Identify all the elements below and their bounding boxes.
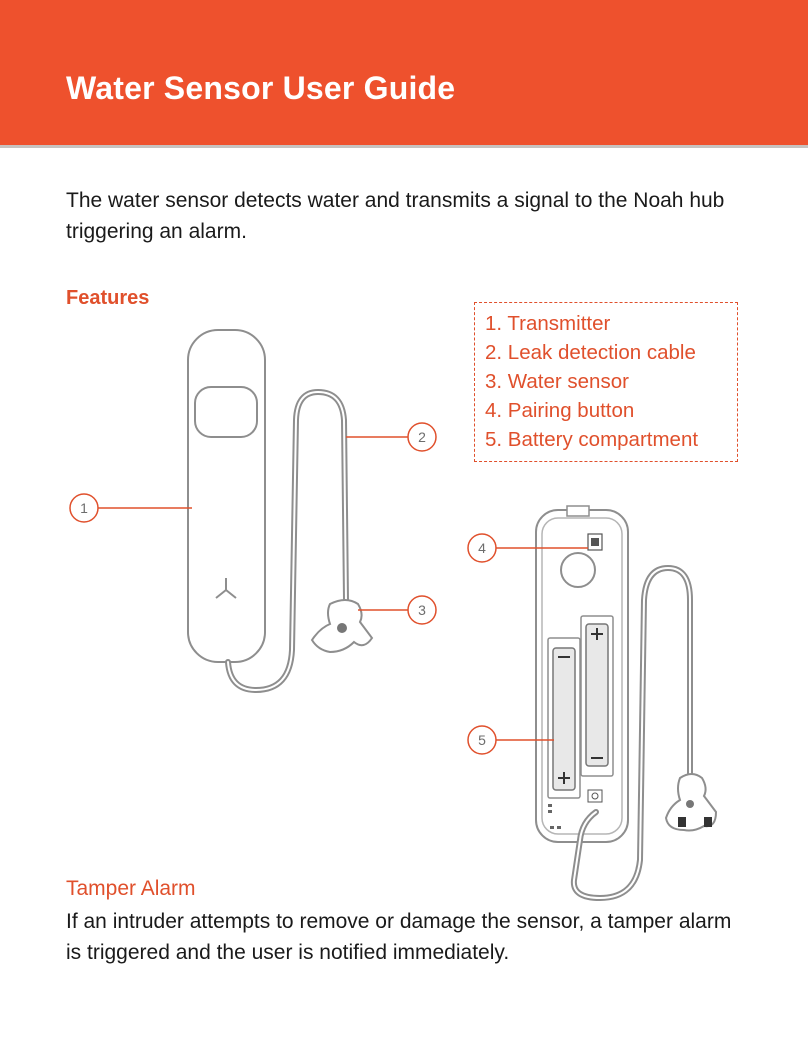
svg-text:5: 5: [478, 732, 486, 748]
legend-item-pairing-button: 4. Pairing button: [485, 399, 635, 422]
callout-2: 2: [346, 422, 437, 452]
water-sensor-right-drawing: [664, 773, 718, 832]
callout-5: 5: [467, 725, 554, 755]
callout-1: 1: [69, 493, 192, 523]
logo-icon: [215, 578, 237, 599]
title-banner: Water Sensor User Guide: [0, 0, 808, 148]
legend-item-water-sensor: 3. Water sensor: [485, 370, 629, 393]
intro-paragraph: The water sensor detects water and trans…: [66, 189, 725, 243]
tamper-paragraph: If an intruder attempts to remove or dam…: [66, 910, 732, 964]
transmitter-drawing: [187, 329, 266, 663]
svg-text:3: 3: [418, 602, 426, 618]
page-title: Water Sensor User Guide: [66, 70, 456, 106]
svg-text:2: 2: [418, 429, 426, 445]
callout-3: 3: [358, 595, 437, 625]
open-transmitter-drawing: [535, 505, 629, 843]
legend-item-transmitter: 1. Transmitter: [485, 312, 611, 335]
water-sensor-drawing: [310, 599, 374, 654]
legend-item-leak-cable: 2. Leak detection cable: [485, 341, 696, 364]
tamper-heading: Tamper Alarm: [66, 877, 196, 900]
callout-4: 4: [467, 533, 588, 563]
features-heading: Features: [66, 287, 150, 309]
legend-item-battery: 5. Battery compartment: [485, 428, 699, 451]
svg-text:1: 1: [80, 500, 88, 516]
features-legend: 1. Transmitter 2. Leak detection cable 3…: [474, 302, 738, 462]
svg-text:4: 4: [478, 540, 486, 556]
